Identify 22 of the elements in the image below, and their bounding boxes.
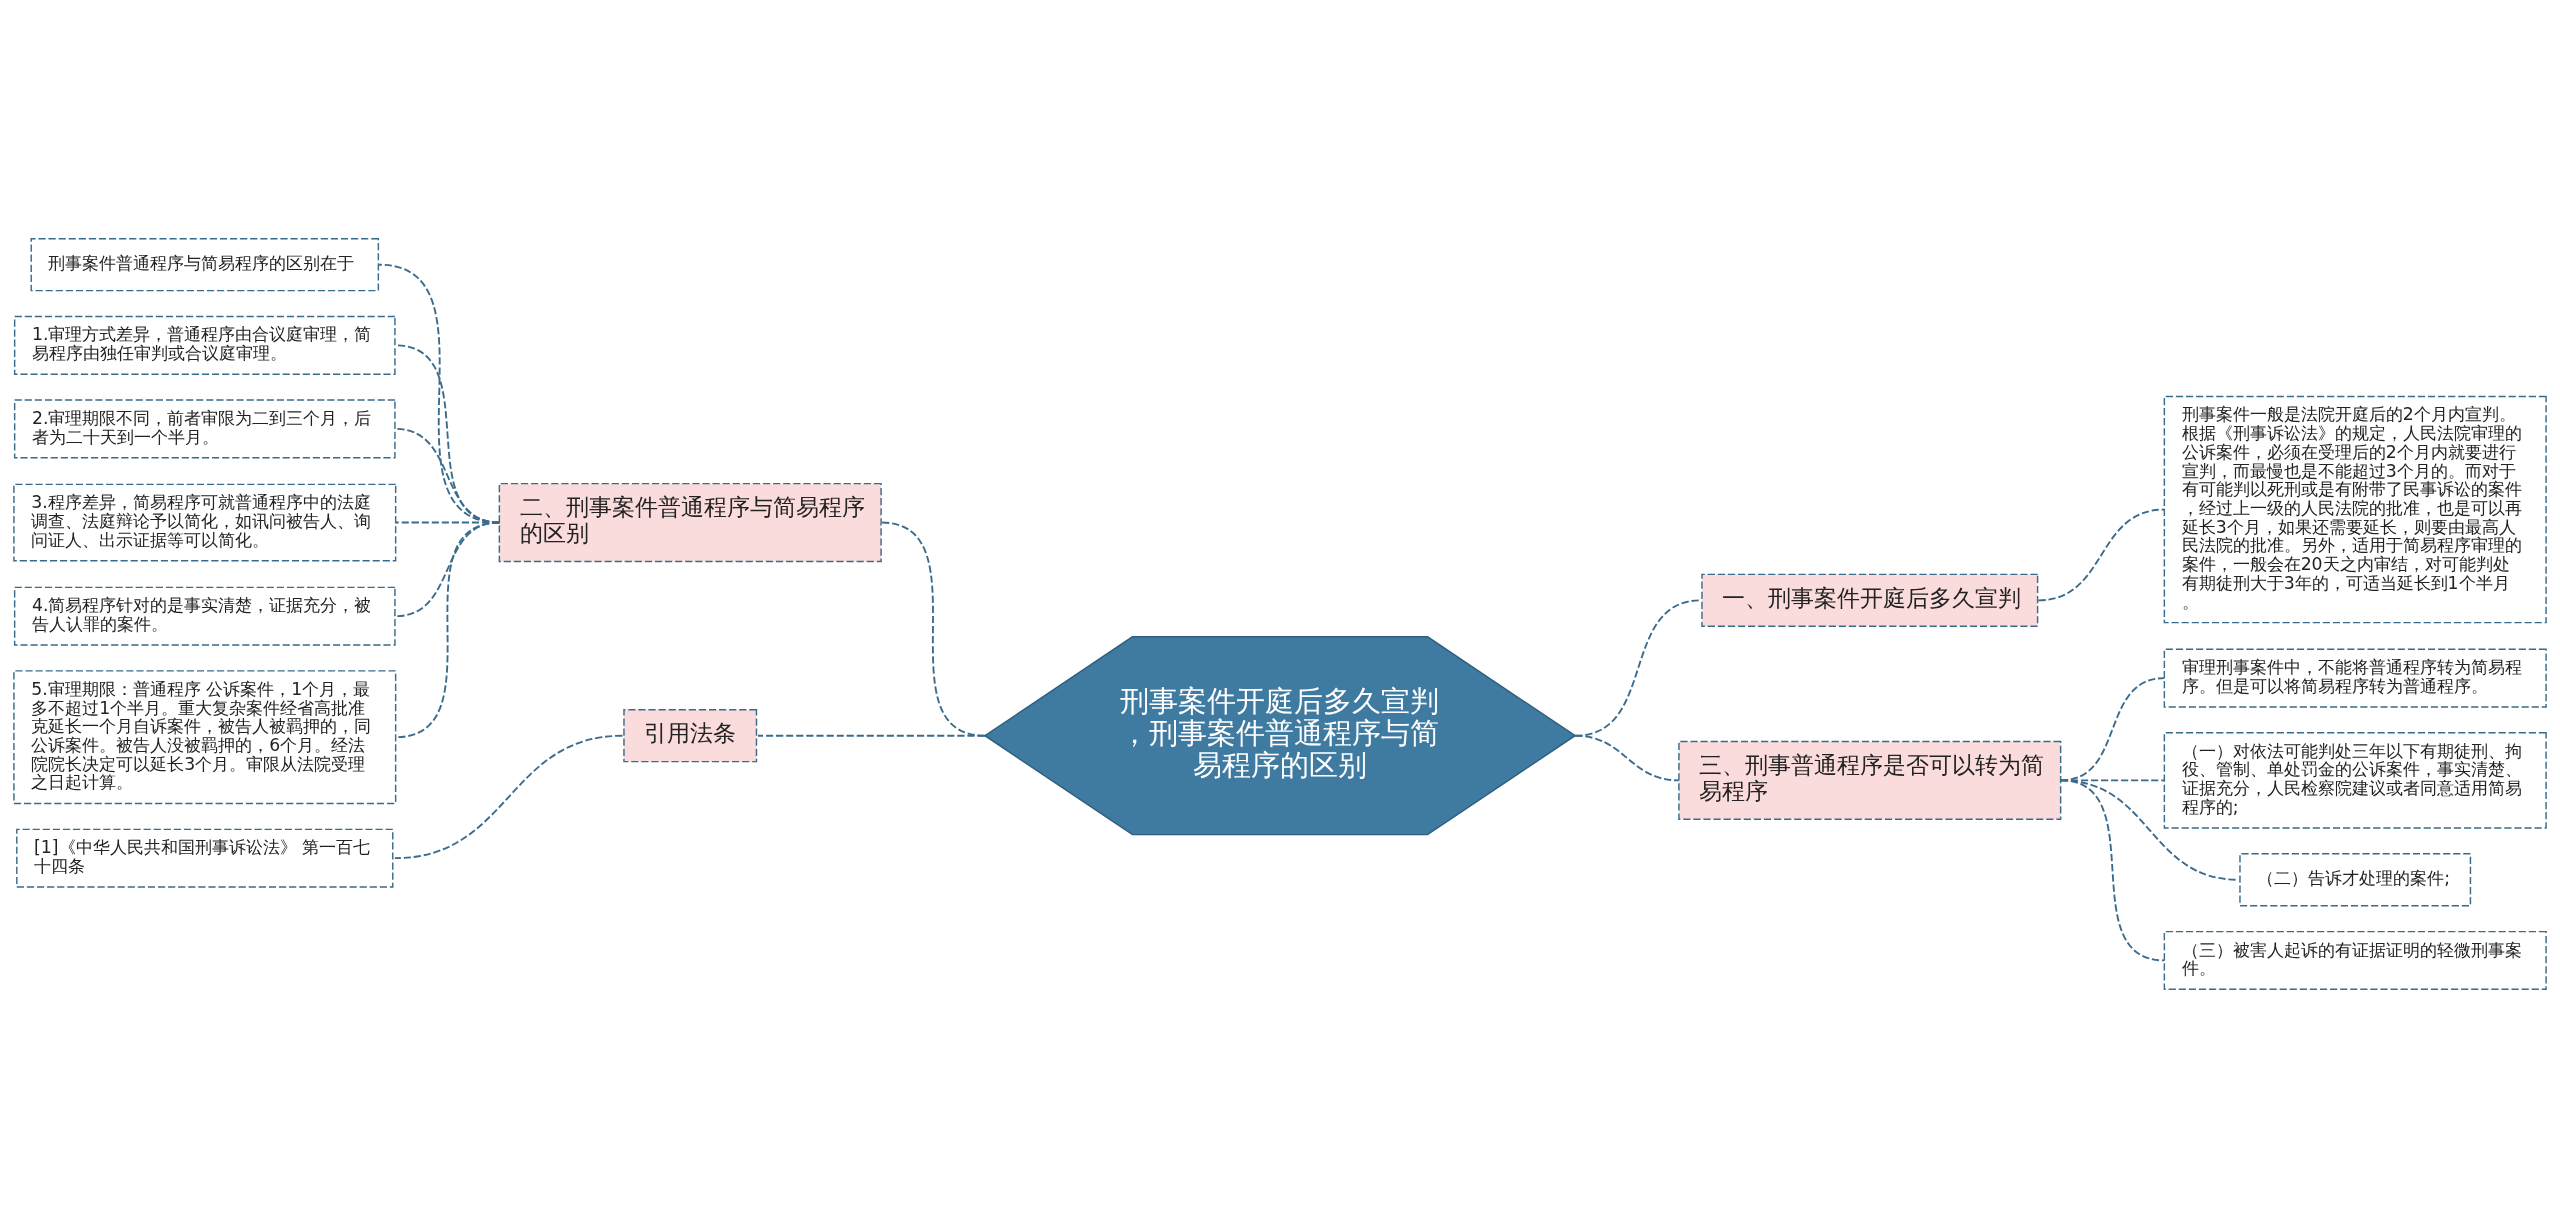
node-box: （一）对依法可能判处三年以下有期徒刑、拘役、管制、单处罚金的公诉案件，事实清楚、证据充分，人民检察院建议或者同意适用简易程序的;	[2163, 731, 2547, 829]
node-box: 2.审理期限不同，前者审限为二到三个月，后者为二十天到一个半月。	[13, 398, 396, 458]
node-box: 三、刑事普通程序是否可以转为简易程序	[1678, 740, 2062, 820]
connector	[394, 734, 624, 859]
node-box: 刑事案件普通程序与简易程序的区别在于	[30, 237, 380, 291]
connector	[2037, 508, 2166, 601]
node-box: 一、刑事案件开庭后多久宣判	[1701, 573, 2039, 627]
connector	[757, 734, 986, 737]
node-box: [1]《中华人民共和国刑事诉讼法》 第一百七十四条	[16, 828, 394, 888]
node-box: 刑事案件一般是法院开庭后的2个月内宣判。根据《刑事诉讼法》的规定，人民法院审理的公诉案件，必须在受理后的2个月内就要进行宣判，而最慢也是不能超过3个月的。而对于有可能判以死刑或是有附带了民事诉讼的案件，经过上一级的人民法院的批准，也是可以再延长3个月，如果还需要延长，则要由最高人民法院的批准。另外，适用于简易程序审理的案件，一般会在20天之内审结，对可能判处有期徒刑大于3年的，可适当延长到1个半月。	[2163, 395, 2547, 623]
node-box: 5.审理期限：普通程序 公诉案件，1个月，最多不超过1个半月。重大复杂案件经省高批准克延长一个月自诉案件，被告人被羁押的，同公诉案件。被告人没被羁押的，6个月。经法院院长决定可以延长3个月。审限从法院受理之日起计算。	[13, 669, 397, 804]
node-box: 审理刑事案件中，不能将普通程序转为简易程序。但是可以将简易程序转为普通程序。	[2163, 648, 2547, 708]
node-box: 引用法条	[623, 708, 758, 762]
connector	[394, 521, 501, 738]
connector	[2059, 778, 2166, 961]
node-box: 1.审理方式差异，普通程序由合议庭审理，简易程序由独任审判或合议庭审理。	[13, 315, 396, 375]
connector	[1574, 734, 1680, 781]
node-box: （三）被害人起诉的有证据证明的轻微刑事案件。	[2163, 930, 2547, 990]
node-box: 3.程序差异，简易程序可就普通程序中的法庭调查、法庭辩论予以简化，如讯问被告人、询问证人、出示证据等可以简化。	[13, 483, 397, 561]
node-box: 二、刑事案件普通程序与简易程序的区别	[498, 482, 882, 562]
node-box: 4.简易程序针对的是事实清楚，证据充分，被告人认罪的案件。	[13, 586, 396, 646]
node-box: （二）告诉才处理的案件;	[2239, 852, 2472, 906]
